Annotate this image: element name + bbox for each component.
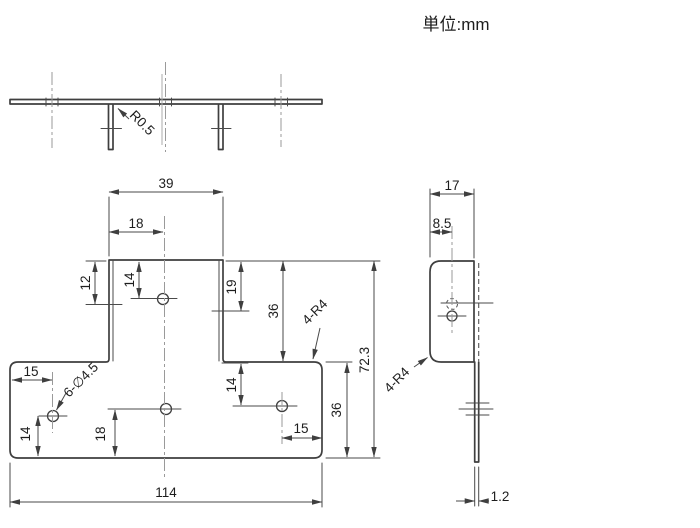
front-corner-radius-leader xyxy=(312,327,321,360)
side-view: 17 8.5 4-R4 1.2 xyxy=(381,178,510,507)
dim-tab-hole-offset: 18 xyxy=(128,216,143,231)
top-view-plate-outline xyxy=(9,98,323,105)
front-extension-lines xyxy=(9,196,381,508)
dim-lower-height: 36 xyxy=(329,402,344,417)
front-view: 39 18 12 14 19 36 72.3 15 6-∅4.5 14 18 1… xyxy=(9,176,381,508)
side-flange-outline xyxy=(429,260,475,363)
top-view: R0.5 xyxy=(9,62,323,152)
hole-spec-leader xyxy=(56,392,67,411)
dim-overall-height: 72.3 xyxy=(357,347,372,373)
top-view-hole-ticks xyxy=(45,97,288,129)
dim-flange-width: 17 xyxy=(444,178,459,193)
dim-right-hole-depth: 14 xyxy=(224,377,239,393)
dim-upper-height: 36 xyxy=(266,303,281,318)
bend-radius-label: R0.5 xyxy=(127,107,158,138)
hole-spec-label: 6-∅4.5 xyxy=(60,359,101,400)
dim-thickness: 1.2 xyxy=(491,489,510,504)
front-outline xyxy=(9,259,323,459)
front-corner-radius-label: 4-R4 xyxy=(299,296,331,328)
dim-right-hole-inset: 15 xyxy=(293,421,308,436)
dim-hole-offset: 8.5 xyxy=(433,216,452,231)
dim-right-tab-depth: 19 xyxy=(224,279,239,294)
bend-radius-leader xyxy=(117,108,130,120)
front-centerlines xyxy=(52,216,283,478)
top-view-legs-outline xyxy=(107,104,224,151)
side-thin-lines xyxy=(429,188,494,507)
dim-overall-width: 114 xyxy=(155,485,177,500)
dim-tab-width: 39 xyxy=(158,176,173,191)
side-plate-edge xyxy=(473,361,480,463)
dim-center-hole-height: 18 xyxy=(93,426,108,441)
side-corner-radius-leader xyxy=(413,357,428,368)
unit-label: 単位:mm xyxy=(422,15,489,34)
side-corner-radius-label: 4-R4 xyxy=(381,364,413,396)
dim-flange-hole-depth: 12 xyxy=(78,275,93,290)
top-view-centerlines xyxy=(51,62,282,152)
dim-left-hole-height: 14 xyxy=(18,426,33,442)
dim-tab-hole-depth: 14 xyxy=(122,272,137,288)
dim-left-hole-inset: 15 xyxy=(23,364,38,379)
